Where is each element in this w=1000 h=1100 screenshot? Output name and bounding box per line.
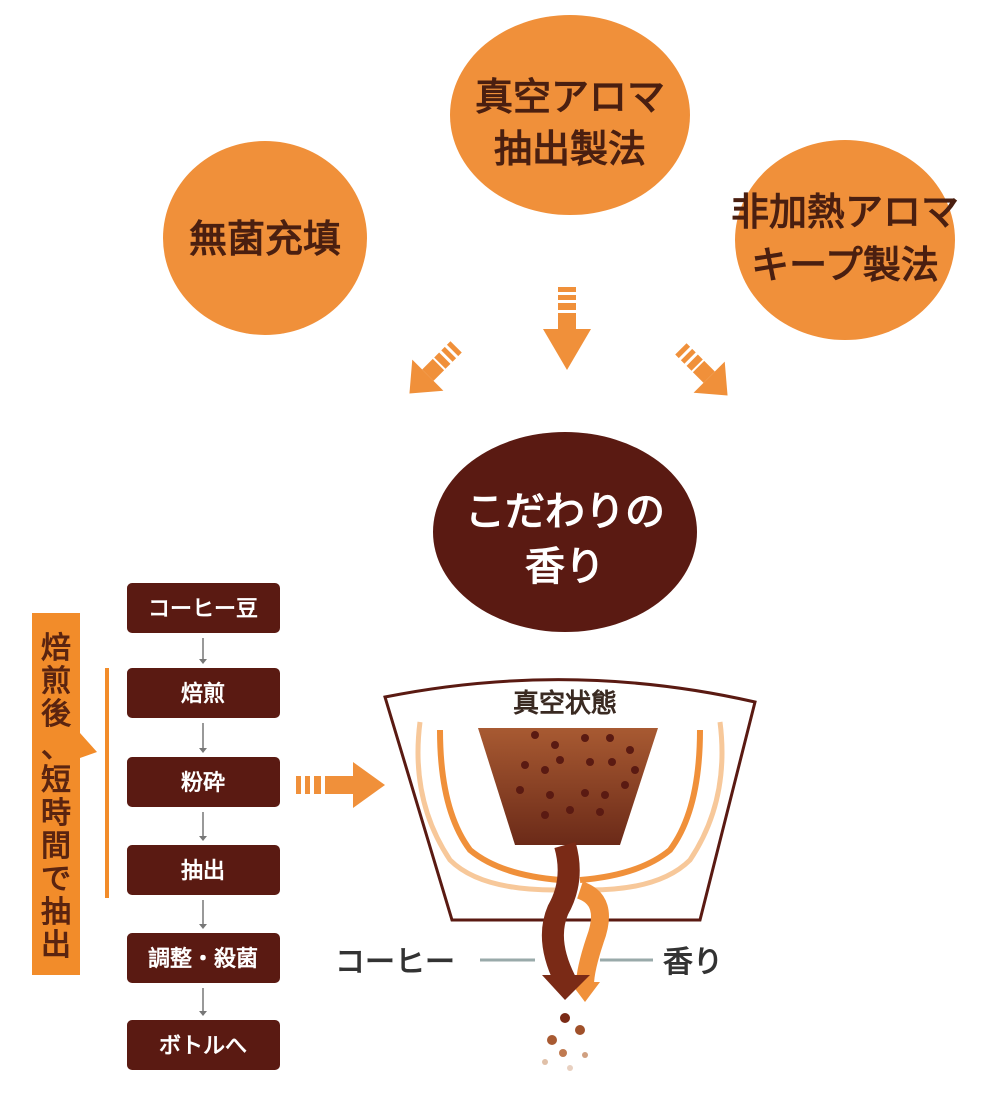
aroma-label: 香り [600,945,723,980]
svg-text:調整・殺菌: 調整・殺菌 [148,946,258,972]
side-note-char: 出 [41,928,71,963]
arrow-icon [675,343,728,396]
coffee-label: コーヒー [335,945,535,980]
svg-text:香り: 香り [525,544,605,590]
side-note-char: で [41,862,71,897]
svg-text:香り: 香り [663,945,723,980]
side-note-char: 煎 [41,664,71,699]
svg-text:粉砕: 粉砕 [181,771,225,796]
method-label: 無菌充填 [189,217,341,261]
method-vacuum-aroma: 真空アロマ 抽出製法 [450,15,690,215]
down-arrow-icon [199,638,207,664]
svg-text:コーヒー: コーヒー [335,945,455,980]
vessel-title: 真空状態 [513,688,617,719]
arrow-right-icon [296,762,385,808]
down-arrow-icon [199,723,207,753]
side-note-char: 短 [41,763,71,798]
process-step: ボトルへ [127,1020,280,1070]
svg-text:キープ製法: キープ製法 [751,243,939,287]
process-step: 焙煎 [127,668,280,718]
side-note-char: 抽 [41,895,71,930]
down-arrow-icon [199,988,207,1016]
process-step: コーヒー豆 [127,583,280,633]
vacuum-vessel: 真空状態 [383,678,757,1071]
svg-text:真空アロマ: 真空アロマ [475,75,665,119]
side-note-char: 焙 [41,631,71,666]
svg-text:ボトルへ: ボトルへ [159,1034,247,1059]
svg-text:抽出製法: 抽出製法 [494,127,646,171]
side-note-char: 、 [41,730,71,765]
down-arrow-icon [199,900,207,929]
svg-text:非加熱アロマ: 非加熱アロマ [731,190,959,234]
side-note-char: 時 [41,796,71,831]
arrow-icon [409,341,462,394]
process-step: 粉砕 [127,757,280,807]
process-step: 調整・殺菌 [127,933,280,983]
svg-text:抽出: 抽出 [181,859,225,884]
svg-text:コーヒー豆: コーヒー豆 [148,597,258,622]
svg-text:こだわりの: こだわりの [465,489,665,535]
method-non-heat-aroma: 非加熱アロマ キープ製法 [731,140,959,340]
process-step: 抽出 [127,845,280,895]
svg-text:焙煎: 焙煎 [181,681,225,707]
side-note-char: 後 [41,697,72,732]
arrow-icon [543,287,591,370]
method-aseptic-filling: 無菌充填 [163,141,367,335]
side-note-char: 間 [41,829,71,864]
down-arrow-icon [199,812,207,841]
result-aroma: こだわりの 香り [433,432,697,632]
